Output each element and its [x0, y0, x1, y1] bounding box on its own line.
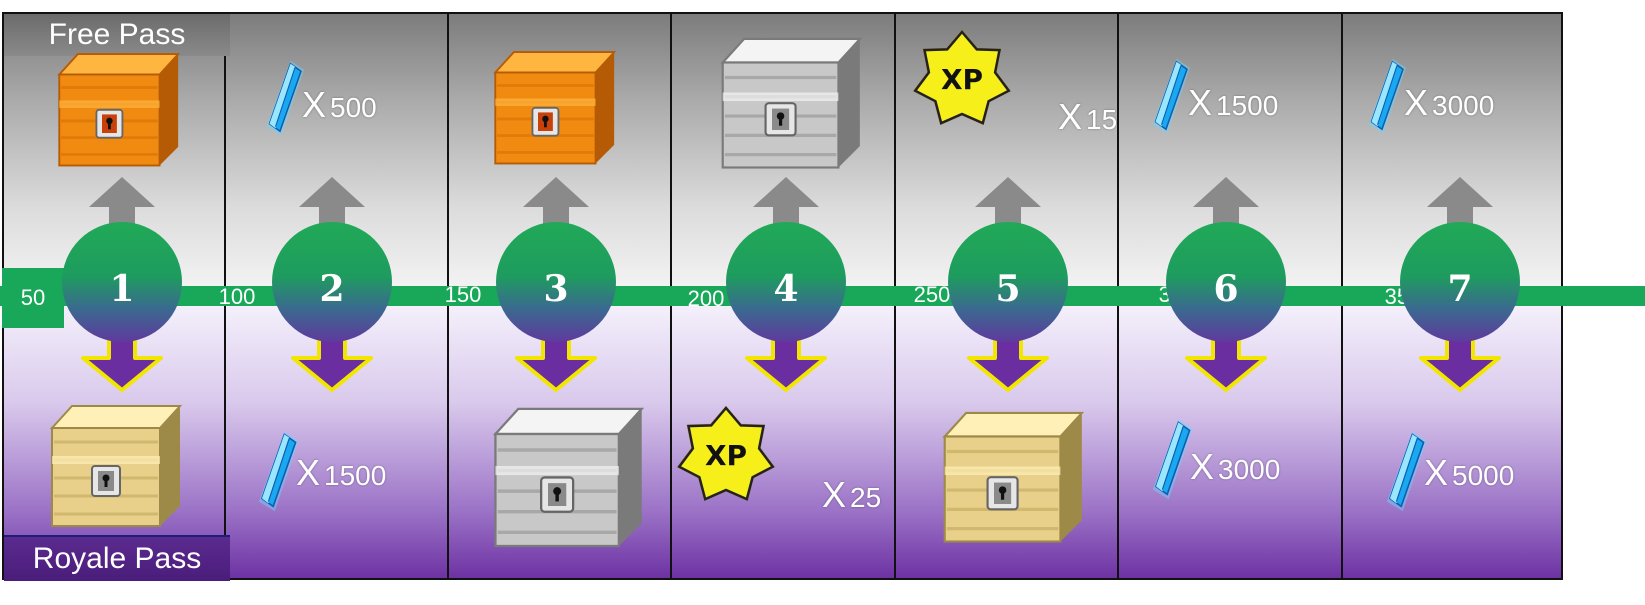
tier-number: 5	[995, 268, 1021, 310]
unlock-royale-arrow-icon	[963, 334, 1053, 399]
quantity-value: 5000	[1452, 460, 1515, 491]
xp-badge-text: XP	[941, 63, 983, 96]
unlock-royale-arrow-icon	[1415, 334, 1505, 399]
quantity-prefix: X	[296, 452, 321, 493]
orange-chest-icon	[50, 46, 181, 173]
blue-crystal-icon	[262, 50, 307, 153]
milestone-value: 200	[687, 286, 725, 311]
blue-crystal-icon	[1382, 420, 1430, 529]
unlock-royale-arrow-icon	[511, 334, 601, 399]
milestone-value: 150	[444, 282, 482, 307]
quantity-prefix: X	[1190, 446, 1215, 487]
quantity-prefix: X	[1188, 82, 1213, 123]
quantity-prefix: X	[302, 84, 327, 125]
quantity-value: 500	[330, 92, 377, 123]
tier-node-1[interactable]	[62, 222, 182, 342]
quantity-prefix: X	[1058, 96, 1083, 137]
blue-crystal-icon	[1148, 408, 1196, 517]
unlock-royale-arrow-icon	[77, 334, 167, 399]
tier-node-4[interactable]	[726, 222, 846, 342]
xp-star-icon: XP	[912, 29, 1012, 135]
tier-node-2[interactable]	[272, 222, 392, 342]
tier-number: 7	[1447, 268, 1473, 310]
blue-crystal-icon	[254, 420, 302, 529]
tier-number: 4	[773, 268, 799, 310]
orange-chest-icon	[486, 44, 617, 171]
unlock-royale-arrow-icon	[741, 334, 831, 399]
quantity-value: 25	[850, 482, 882, 513]
tier-number: 3	[543, 268, 569, 310]
quantity-value: 1500	[324, 460, 387, 491]
start-value: 50	[20, 285, 46, 310]
quantity-prefix: X	[1424, 452, 1449, 493]
gold-chest-icon	[934, 398, 1085, 555]
gold-chest-icon	[42, 388, 183, 543]
blue-crystal-icon	[1148, 48, 1193, 151]
blue-crystal-icon	[1364, 48, 1409, 151]
unlock-royale-arrow-icon	[1181, 334, 1271, 399]
quantity-value: 1500	[1216, 90, 1279, 121]
quantity-value: 3000	[1218, 454, 1281, 485]
free-pass-label: Free Pass	[48, 18, 186, 51]
milestone-value: 250	[913, 282, 951, 307]
xp-badge-text: XP	[705, 439, 747, 472]
quantity-value: 15	[1086, 104, 1118, 135]
silver-chest-icon	[712, 24, 863, 181]
royale-pass-footer	[4, 535, 230, 581]
tier-node-7[interactable]	[1400, 222, 1520, 342]
tier-number: 2	[319, 268, 345, 310]
silver-chest-icon	[484, 398, 645, 555]
xp-star-icon: XP	[676, 405, 776, 511]
milestone-value: 100	[218, 284, 256, 309]
free-pass-header	[4, 14, 230, 56]
tier-node-3[interactable]	[496, 222, 616, 342]
quantity-prefix: X	[822, 474, 847, 515]
quantity-prefix: X	[1404, 82, 1429, 123]
tier-number: 1	[109, 268, 135, 310]
tier-node-6[interactable]	[1166, 222, 1286, 342]
start-box	[2, 268, 64, 328]
quantity-value: 3000	[1432, 90, 1495, 121]
royale-pass-label: Royale Pass	[32, 542, 202, 575]
unlock-royale-arrow-icon	[287, 334, 377, 399]
tier-node-5[interactable]	[948, 222, 1068, 342]
tier-number: 6	[1213, 268, 1239, 310]
